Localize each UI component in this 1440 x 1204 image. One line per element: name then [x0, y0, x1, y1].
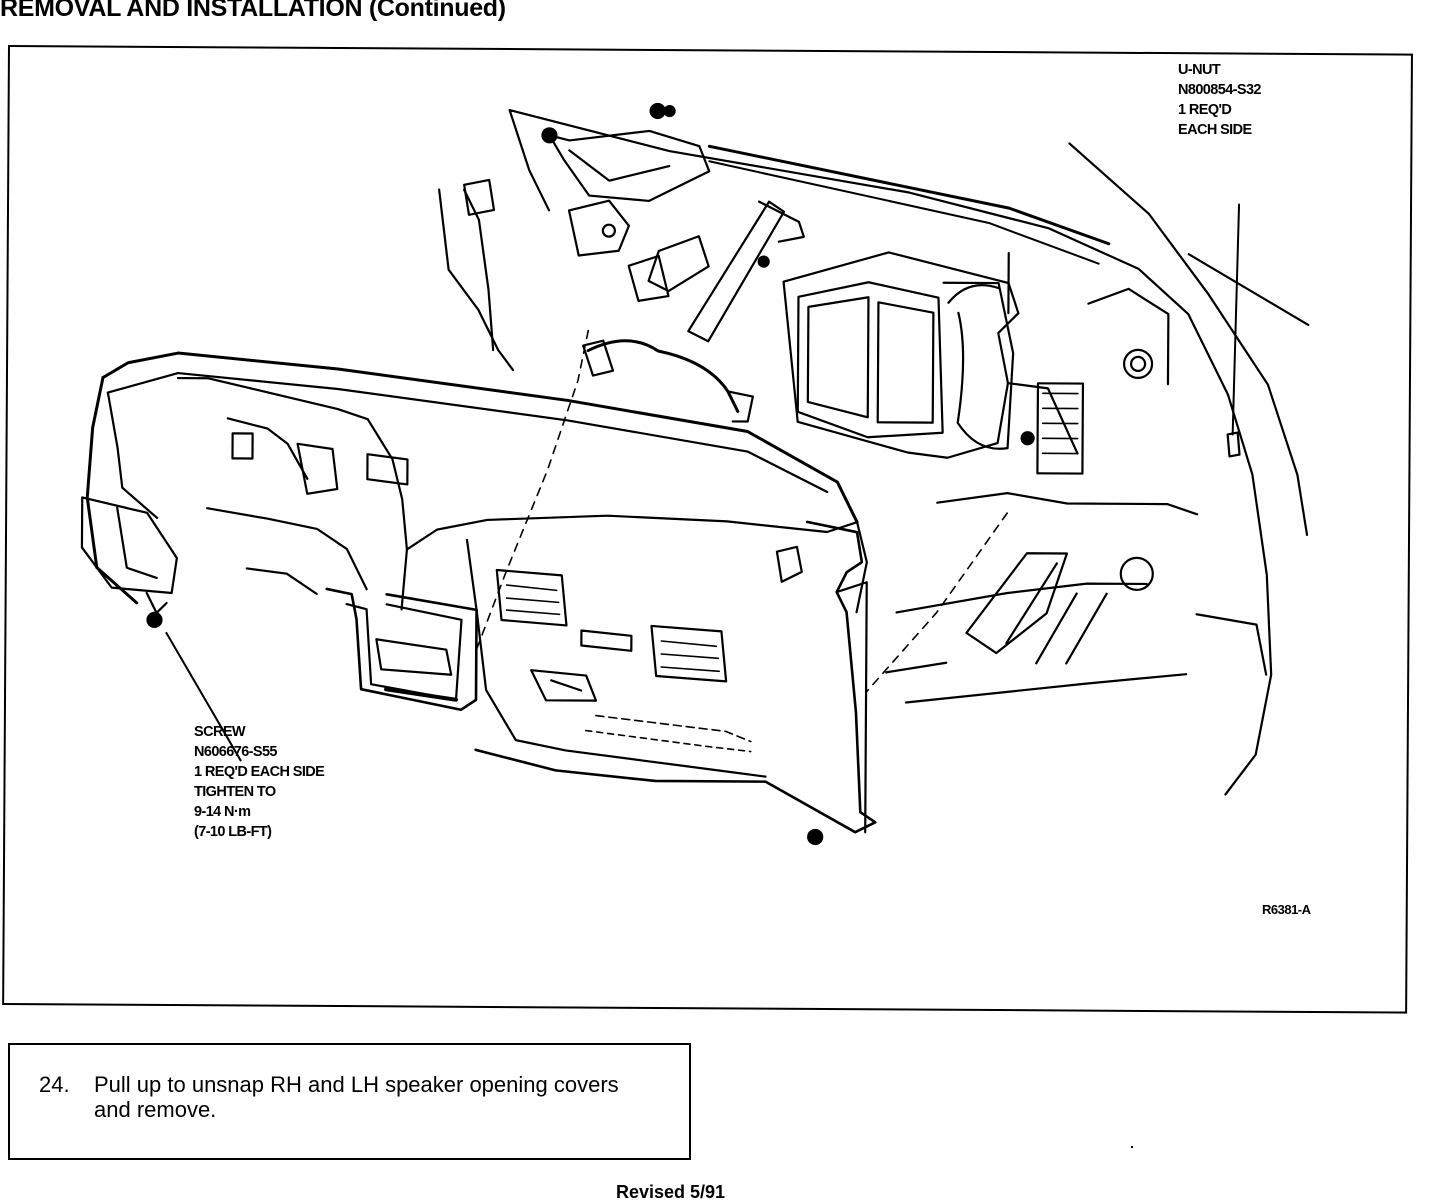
callout-line: N606676-S55 [194, 744, 277, 760]
step-text: Pull up to unsnap RH and LH speaker open… [94, 1072, 619, 1122]
callout-line: U-NUT [1178, 62, 1221, 78]
callout-line: SCREW [194, 724, 246, 740]
revision-footer: Revised 5/91 [616, 1182, 726, 1202]
step-number: 24. [39, 1072, 70, 1097]
u-nut-callout: U-NUT N800854-S32 1 REQ'D EACH SIDE [1178, 60, 1261, 140]
figure-frame [2, 45, 1413, 1014]
callout-line: 1 REQ'D [1178, 102, 1232, 118]
stray-dot [1131, 1146, 1133, 1148]
instrument-panel-illustration [80, 102, 1310, 846]
callout-line: EACH SIDE [1178, 122, 1252, 138]
figure-id: R6381-A [1262, 902, 1311, 917]
callout-line: (7-10 LB-FT) [194, 824, 272, 840]
callout-line: TIGHTEN TO [194, 784, 276, 800]
callout-line: 9-14 N·m [194, 804, 251, 820]
callout-line: 1 REQ'D EACH SIDE [194, 764, 325, 780]
page-title: REMOVAL AND INSTALLATION (Continued) [0, 0, 506, 22]
step-box: 24. Pull up to unsnap RH and LH speaker … [8, 1043, 691, 1160]
screw-callout: SCREW N606676-S55 1 REQ'D EACH SIDE TIGH… [194, 722, 325, 842]
callout-line: N800854-S32 [1178, 82, 1261, 98]
